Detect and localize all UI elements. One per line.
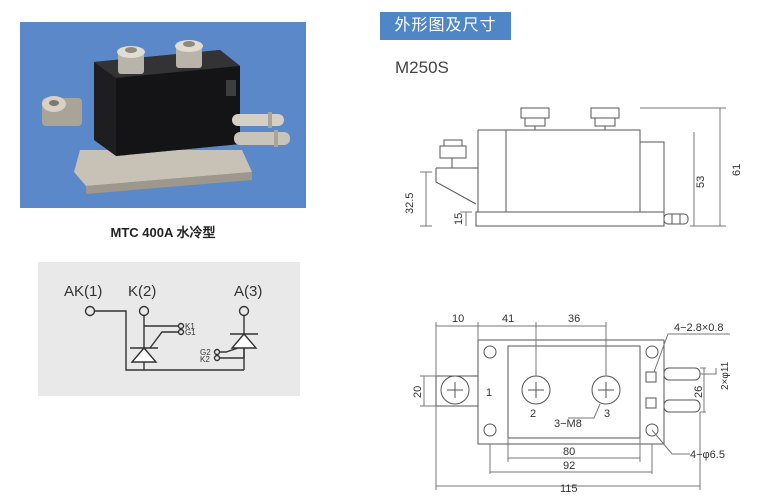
terminal-k-circle	[138, 305, 150, 317]
dim-92: 92	[563, 460, 575, 472]
dim-115: 115	[560, 483, 578, 495]
terminal-ak-label: AK(1)	[64, 283, 102, 300]
dim-41: 41	[502, 313, 514, 325]
gate-label-g1: G1	[185, 328, 196, 337]
schematic-drawing: AK(1) K(2) A(3) K1 G1 G2 K2	[64, 283, 262, 371]
top-bolt-left	[117, 46, 145, 74]
dim-20: 20	[412, 386, 424, 398]
gate-label-k1: K1	[185, 322, 195, 331]
note-holes: 4−φ6.5	[690, 449, 725, 461]
circuit-schematic: AK(1) K(2) A(3) K1 G1 G2 K2	[38, 262, 300, 396]
cooling-pipes	[232, 112, 290, 147]
side-view	[420, 107, 726, 227]
dim-26: 26	[693, 386, 705, 398]
top-view	[420, 322, 730, 490]
terminal-a-label: A(3)	[234, 283, 262, 300]
gate-connector	[226, 80, 236, 96]
terminal-a-circle	[238, 305, 250, 317]
dim-53: 53	[695, 176, 707, 188]
dim-36: 36	[568, 313, 580, 325]
gate-label-k2: K2	[200, 355, 210, 364]
dim-80: 80	[563, 446, 575, 458]
side-bolt	[42, 96, 82, 126]
module-illustration	[42, 40, 290, 194]
note-bolts: 4−2.8×0.8	[674, 322, 724, 334]
section-title: 外形图及尺寸	[380, 12, 511, 40]
base-plate	[74, 150, 252, 186]
note-thread: 3−M8	[554, 418, 582, 430]
dim-15: 15	[453, 213, 465, 225]
terminal-2-label: 2	[530, 408, 536, 420]
terminal-3-label: 3	[604, 408, 610, 420]
dim-61: 61	[731, 164, 743, 176]
top-bolt-right	[175, 40, 203, 68]
dim-10: 10	[452, 313, 464, 325]
terminal-1-label: 1	[486, 387, 492, 399]
product-photo	[20, 22, 306, 208]
photo-caption: MTC 400A 水冷型	[110, 225, 216, 240]
gate-label-g2: G2	[200, 348, 211, 357]
dim-32-5: 32.5	[404, 193, 416, 214]
note-pipe: 2×φ11	[720, 361, 731, 390]
terminal-k-label: K(2)	[128, 283, 156, 300]
model-name: M250S	[395, 58, 449, 77]
